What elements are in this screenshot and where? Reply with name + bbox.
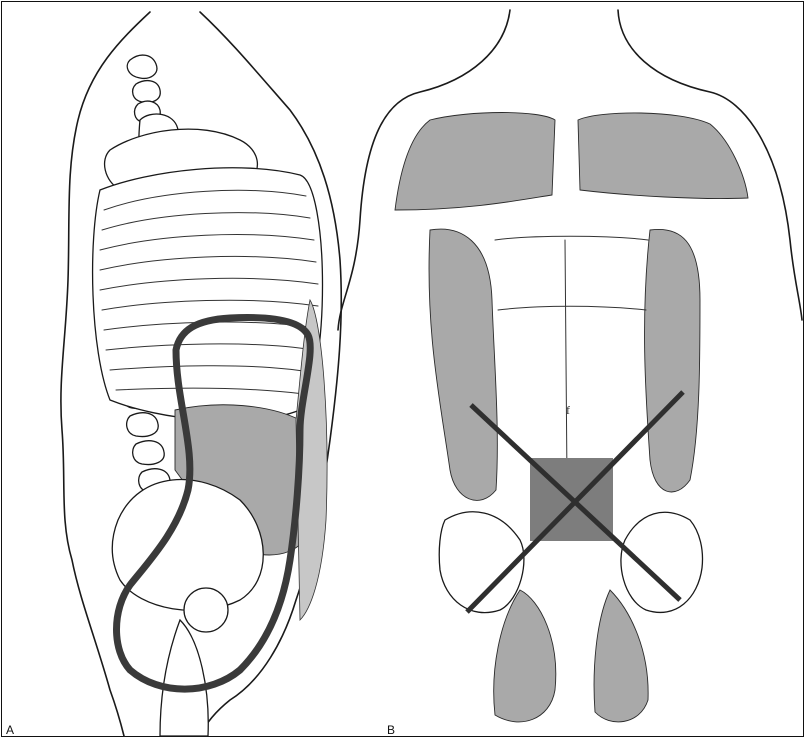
linea-alba bbox=[565, 240, 567, 480]
pectoral-muscle-left bbox=[395, 113, 555, 211]
hip-right bbox=[621, 512, 703, 612]
femoral-head bbox=[184, 588, 228, 632]
rib-cage bbox=[93, 168, 323, 421]
panel-label-a: A bbox=[6, 724, 14, 736]
navel-mark: f bbox=[566, 403, 570, 417]
oblique-muscle-right bbox=[645, 229, 700, 492]
abdomen-upper-line bbox=[495, 236, 648, 240]
abdomen-mid-line bbox=[498, 306, 646, 310]
adductor-muscle-right bbox=[594, 590, 648, 722]
panel-a-lateral-torso bbox=[61, 12, 341, 736]
femur bbox=[160, 620, 208, 736]
oblique-muscle-left bbox=[429, 229, 497, 500]
pectoral-muscle-right bbox=[578, 113, 748, 199]
panel-label-b: B bbox=[387, 724, 395, 736]
adductor-muscle-left bbox=[494, 590, 556, 722]
panel-b-anterior-torso: f bbox=[338, 10, 802, 722]
